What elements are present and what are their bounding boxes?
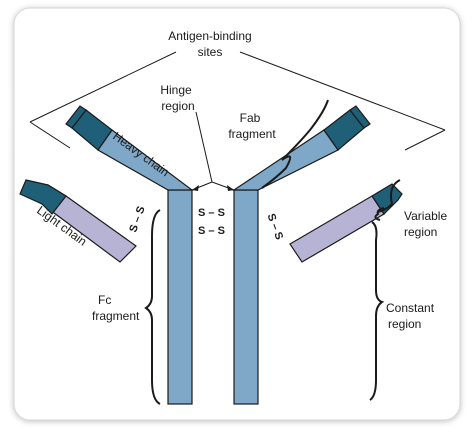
antigen-site-line-right bbox=[239, 51, 446, 131]
hinge-arrowhead-left bbox=[192, 185, 199, 191]
fc-label-line2: fragment bbox=[92, 309, 140, 323]
antigen-site-line-right-tip bbox=[404, 129, 446, 151]
constant-bracket bbox=[369, 221, 385, 401]
hinge-arrowhead-right bbox=[227, 185, 234, 191]
antigen-binding-label-line1: Antigen-binding bbox=[168, 29, 251, 43]
fab-label-line2: fragment bbox=[228, 127, 276, 141]
variable-bracket-upper bbox=[377, 179, 401, 213]
light-chain-right-variable bbox=[371, 183, 403, 215]
antigen-site-line-left-tip bbox=[29, 121, 71, 149]
constant-label-line2: region bbox=[388, 317, 421, 331]
fc-bracket bbox=[144, 209, 161, 405]
constant-label-line1: Constant bbox=[386, 301, 435, 315]
heavy-chain-left-tip bbox=[65, 105, 87, 129]
hinge-pointer-stem bbox=[195, 111, 213, 183]
light-chain-left-variable bbox=[19, 179, 67, 215]
fc-label-line1: Fc bbox=[98, 293, 111, 307]
variable-bracket bbox=[374, 207, 385, 221]
variable-label-line1: Variable bbox=[404, 209, 447, 223]
fab-label-line1: Fab bbox=[240, 111, 261, 125]
hinge-label-line2: region bbox=[161, 99, 194, 113]
heavy-chain-right-tip bbox=[349, 105, 371, 129]
fab-bracket bbox=[261, 99, 329, 189]
antigen-binding-label-line2: sites bbox=[198, 45, 223, 59]
disulfide-bond-hinge-1: S – S bbox=[198, 207, 225, 219]
variable-label-line2: region bbox=[404, 225, 437, 239]
disulfide-bond-hinge-2: S – S bbox=[198, 225, 225, 237]
hinge-label-line1: Hinge bbox=[160, 83, 192, 97]
antigen-site-line-left bbox=[29, 51, 177, 123]
heavy-chain-right-stem bbox=[233, 189, 259, 405]
heavy-chain-left-stem bbox=[167, 189, 193, 405]
